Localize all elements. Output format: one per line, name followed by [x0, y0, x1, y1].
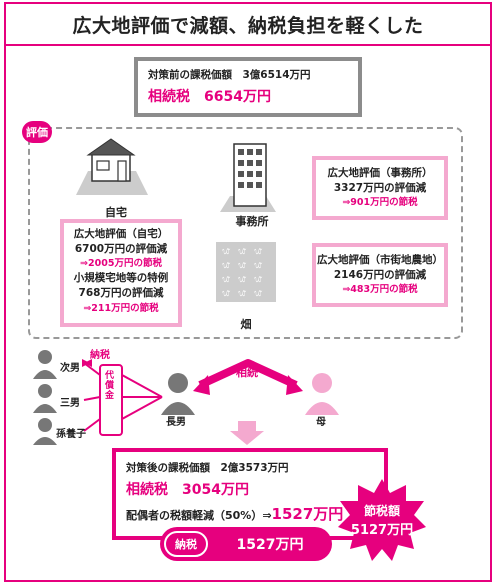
svg-text:᭙: ᭙ — [254, 261, 263, 271]
tax-payment-label: 納税 — [90, 350, 110, 361]
office-label: 事務所 — [235, 215, 269, 228]
home-box-title: 広大地評価（自宅） — [73, 228, 169, 240]
field-label: 畑 — [240, 318, 252, 331]
family-relations-diagram — [33, 350, 339, 445]
office-box-reduction: 3327万円の評価減 — [333, 182, 427, 195]
svg-text:᭙: ᭙ — [238, 289, 247, 299]
person-label-second-son: 次男 — [60, 363, 80, 374]
tax-payment-pill: 納税 1527万円 — [160, 527, 332, 561]
person-label-third-son: 三男 — [60, 398, 80, 409]
svg-text:᭙: ᭙ — [222, 247, 231, 257]
tax-payment-amount: 1527万円 — [236, 537, 304, 553]
farm-box-title: 広大地評価（市街地農地） — [317, 254, 443, 266]
person-label-eldest-son: 長男 — [166, 417, 186, 428]
home-evaluation-box: 広大地評価（自宅） 6700万円の評価減 ⇒2005万円の節税 小規模宅地等の特… — [60, 219, 182, 327]
savings-label: 節税額 — [363, 504, 400, 518]
office-evaluation-box: 広大地評価（事務所） 3327万円の評価減 ⇒901万円の節税 — [312, 156, 448, 220]
office-box-title: 広大地評価（事務所） — [327, 167, 433, 179]
person-label-adopted-grandchild: 孫養子 — [56, 429, 86, 440]
farm-box-reduction: 2146万円の評価減 — [333, 269, 427, 282]
person-icon — [33, 350, 57, 445]
home-box-saving: ⇒2005万円の節税 — [80, 258, 162, 270]
spousal-reduction-label: 配偶者の税額軽減（50%）⇒ — [126, 509, 272, 522]
svg-text:᭙: ᭙ — [238, 247, 247, 257]
home-box-reduction: 6700万円の評価減 — [74, 243, 168, 256]
person-label-mother: 母 — [316, 417, 326, 428]
svg-text:᭙: ᭙ — [222, 275, 231, 285]
office-box-saving: ⇒901万円の節税 — [342, 197, 418, 209]
savings-burst-icon — [338, 479, 426, 561]
home-box-special-title: 小規模宅地等の特例 — [73, 272, 169, 285]
house-icon — [76, 138, 148, 195]
before-taxable-value: 対策前の課税価額 3億6514万円 — [148, 69, 311, 81]
savings-text: 節税額 5127万円 — [336, 502, 428, 538]
page-title: 広大地評価で減額、納税負担を軽くした — [6, 4, 490, 46]
evaluation-area — [28, 127, 463, 339]
after-inheritance-tax: 相続税 3054万円 — [126, 482, 249, 498]
svg-text:᭙: ᭙ — [254, 275, 263, 285]
spousal-reduction-amount: 1527万円 — [271, 505, 344, 523]
farm-box-saving: ⇒483万円の節税 — [342, 284, 418, 296]
compensation-label: 代償金 — [105, 371, 115, 401]
office-building-icon — [220, 143, 276, 212]
svg-text:᭙: ᭙ — [254, 289, 263, 299]
svg-text:᭙: ᭙ — [222, 289, 231, 299]
svg-text:᭙: ᭙ — [238, 261, 247, 271]
svg-text:᭙: ᭙ — [222, 261, 231, 271]
main-frame: 広大地評価で減額、納税負担を軽くした — [4, 2, 492, 582]
home-box-special-saving: ⇒211万円の節税 — [83, 302, 159, 314]
savings-amount: 5127万円 — [350, 523, 414, 538]
home-box-special-reduction: 768万円の評価減 — [78, 287, 164, 300]
farm-evaluation-box: 広大地評価（市街地農地） 2146万円の評価減 ⇒483万円の節税 — [312, 243, 448, 307]
spousal-tax-reduction: 配偶者の税額軽減（50%）⇒1527万円 — [126, 503, 374, 524]
before-summary-box: 対策前の課税価額 3億6514万円 相続税 6654万円 — [134, 57, 362, 117]
svg-text:᭙: ᭙ — [254, 247, 263, 257]
inheritance-label: 相続 — [236, 366, 258, 379]
evaluation-badge: 評価 — [22, 121, 52, 143]
after-taxable-value: 対策後の課税価額 2億3573万円 — [126, 462, 289, 474]
before-inheritance-tax: 相続税 6654万円 — [148, 89, 271, 105]
svg-text:᭙: ᭙ — [238, 275, 247, 285]
home-label: 自宅 — [105, 206, 127, 219]
tax-payment-badge: 納税 — [164, 531, 208, 557]
